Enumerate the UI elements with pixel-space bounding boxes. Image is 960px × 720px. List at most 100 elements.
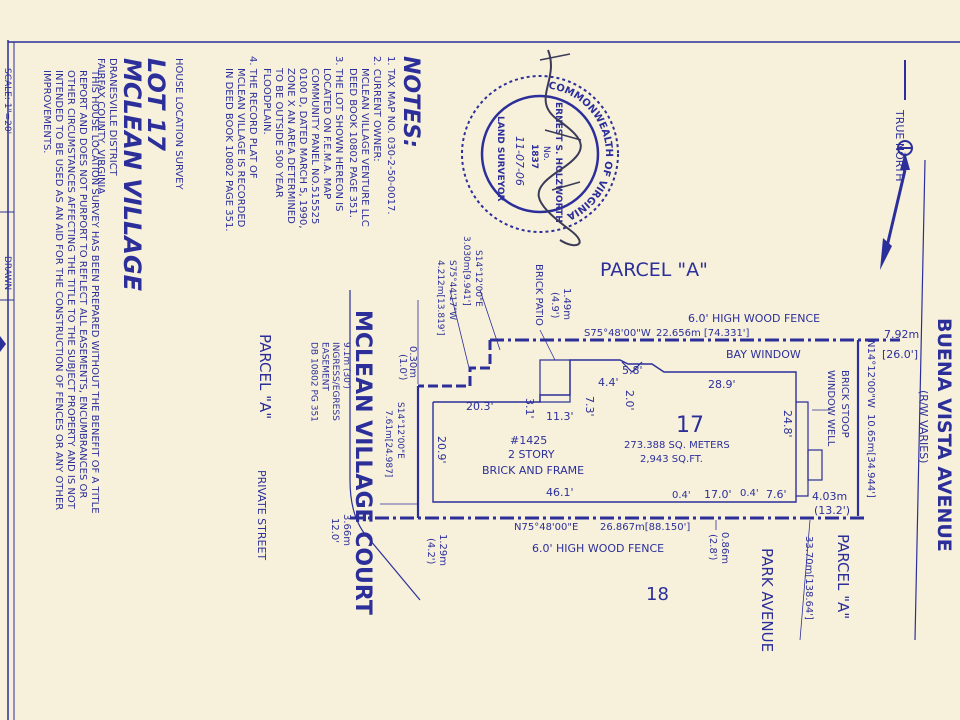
disclaimer-line: OTHER CIRCUMSTANCES AFFECTING THE TITLE … <box>65 70 76 510</box>
bearing-bottom: N75°48'00"E <box>514 522 578 533</box>
street-park-avenue: PARK AVENUE <box>758 548 776 652</box>
bearing-left: S14°12'00"E <box>395 402 405 459</box>
seal-number: 1837 <box>529 144 539 169</box>
note-line: 1. TAX MAP NO. 030-2-50-0017. <box>385 56 396 215</box>
disclaimer-line: THIS HOUSE LOCATION SURVEY HAS BEEN PREP… <box>89 69 100 514</box>
distance-bottom: 26.867m[88.150'] <box>600 522 690 533</box>
lot-boundary <box>350 338 900 520</box>
disclaimer-line: IMPROVEMENTS. <box>41 70 52 153</box>
seal-name: ERNEST S. HOLZWORTH <box>553 102 563 223</box>
dim: 0.86m <box>719 532 730 564</box>
note-line: 4. THE RECORD PLAT OF <box>247 56 258 179</box>
street-buena-vista: BUENA VISTA AVENUE <box>933 318 955 552</box>
parcel-a-top: PARCEL "A" <box>600 259 708 281</box>
note-line: DEED BOOK 10802 PAGE 351. <box>347 68 358 218</box>
dim: 7.6' <box>766 488 787 501</box>
subdivision-title: MCLEAN VILLAGE <box>118 58 146 292</box>
dim: 20.9' <box>435 436 448 464</box>
dim: 1.29m <box>437 534 448 566</box>
dim: 2.0' <box>623 390 636 411</box>
dim: 3.66m <box>341 514 352 546</box>
note-line: MCLEAN VILLAGE VENTURE LLC <box>359 68 370 227</box>
house-stories: 2 STORY <box>508 448 555 461</box>
dim: 46.1' <box>546 486 574 499</box>
dim: (4.9') <box>549 292 560 319</box>
district-line: DRANESVILLE DISTRICT <box>107 58 118 177</box>
seal-date: 11-07-06 <box>513 136 526 186</box>
disclaimer-block: THIS HOUSE LOCATION SURVEY HAS BEEN PREP… <box>41 69 100 514</box>
surveyor-seal: COMMONWEALTH OF VIRGINIA ERNEST S. HOLZW… <box>461 49 619 247</box>
distance-jog-2: 4.212m[13.819'] <box>435 260 445 336</box>
north-arrow: TRUE NORTH <box>880 60 913 270</box>
drawn-label: DRAWN <box>2 256 12 290</box>
note-line: TO BE OUTSIDE 500 YEAR <box>273 67 284 198</box>
note-line: LOCATED ON F.E.M.A. MAP <box>321 68 332 199</box>
dim: 28.9' <box>708 378 736 391</box>
lot-area-feet: 2,943 SQ.FT. <box>640 454 703 465</box>
window-well-label: WINDOW WELL <box>825 370 836 447</box>
dim: 3.1' <box>523 398 536 419</box>
house-footprint <box>432 359 823 503</box>
dim: 5.8' <box>622 364 643 377</box>
dim: 0.4' <box>672 490 691 501</box>
street-mclean-village-court: MCLEAN VILLAGE COURT <box>350 310 375 615</box>
dim: (2.8') <box>707 534 718 561</box>
dim: (4.2') <box>425 538 436 565</box>
distance-left: 7.61m[24.987] <box>383 410 393 477</box>
scale-label: SCALE: 1"=20' <box>2 68 12 134</box>
parcel-a-right: PARCEL "A" <box>834 534 852 619</box>
dim: 1.49m <box>561 288 572 320</box>
disclaimer-line: REPORT AND DOES NOT PURPORT TO REFLECT A… <box>77 70 88 498</box>
dim: 0.30m <box>407 346 418 378</box>
brick-patio-label: BRICK PATIO <box>533 264 544 326</box>
lot-number: 17 <box>676 413 704 438</box>
survey-type: HOUSE LOCATION SURVEY <box>173 58 184 191</box>
parcel-a-left: PARCEL "A" <box>256 334 274 419</box>
bearing-jog-1: S14°12'00"E <box>473 250 483 307</box>
note-line: 0100 D, DATED MARCH 5, 1990, <box>297 68 308 229</box>
lot-title: LOT 17 <box>142 58 170 151</box>
seal-ring-bottom: LAND SURVEYOR <box>495 116 505 202</box>
private-street-label: PRIVATE STREET <box>255 470 268 560</box>
dim: 0.4' <box>740 488 759 499</box>
dim: 7.3' <box>583 396 596 417</box>
easement-label: 9.1m (30')INGRESS/EGRESSEASEMENTDB 10802… <box>309 342 351 422</box>
bay-window-label: BAY WINDOW <box>726 348 801 361</box>
disclaimer-line: INTENDED TO BE USED AS AN AID FOR THE CO… <box>53 70 64 510</box>
county-line: FAIRFAX COUNTY, VIRGINIA <box>95 58 106 194</box>
dim: 17.0' <box>704 488 732 501</box>
seal-no-label: No. <box>541 146 551 161</box>
note-line: COMMUNITY PANEL NO.515525 <box>309 68 320 224</box>
row-width-feet: [26.0'] <box>882 348 918 361</box>
note-line: MCLEAN VILLAGE IS RECORDED <box>235 68 246 228</box>
dim: 4.4' <box>598 376 619 389</box>
note-line: FLOODPLAIN. <box>261 68 272 135</box>
distance-right: 10.65m[34.944'] <box>865 414 876 498</box>
note-line: ZONE X AN AREA DETERMINED <box>285 68 296 224</box>
brick-stoop-outline <box>807 449 823 481</box>
dim: 11.3' <box>546 410 574 423</box>
row-width: 7.92m <box>884 328 919 341</box>
buena-vista-centerline <box>914 159 926 641</box>
note-line: 3. THE LOT SHOWN HEREON IS <box>333 56 344 211</box>
note-line: IN DEED BOOK 10802 PAGE 351. <box>223 68 234 232</box>
brick-stoop-label: BRICK STOOP <box>839 370 850 438</box>
notes-title: NOTES: <box>398 56 423 148</box>
bearing-right: N14°12'00"W <box>865 340 876 408</box>
note-line: 2. CURRENT OWNER: <box>371 56 382 162</box>
dim: 24.8' <box>781 410 794 438</box>
dim: (1.0') <box>397 354 408 381</box>
leader-lines <box>380 289 830 641</box>
corner-offset-feet: (13.2') <box>814 504 850 517</box>
lot-area-meters: 273.388 SQ. METERS <box>624 440 730 451</box>
notes-block: NOTES: 1. TAX MAP NO. 030-2-50-0017. 2. … <box>223 56 423 232</box>
distance-top: 22.656m [74.331'] <box>656 328 750 339</box>
fence-bottom-label: 6.0' HIGH WOOD FENCE <box>532 542 664 555</box>
dim: 20.3' <box>466 400 494 413</box>
park-distance: 33.70m[138.64'] <box>803 536 814 620</box>
title-block: HOUSE LOCATION SURVEY LOT 17 MCLEAN VILL… <box>95 58 184 292</box>
house-address: #1425 <box>510 434 547 447</box>
distance-jog-1: 3.030m[9.941'] <box>461 236 471 306</box>
